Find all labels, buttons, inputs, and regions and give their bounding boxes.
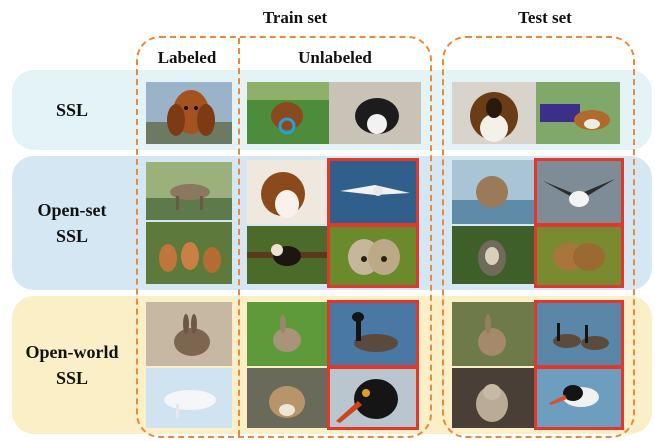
photo-dog-spaniel-labeled — [146, 82, 232, 144]
photo-moth-test-highlighted — [534, 224, 624, 288]
row-label-open-world: Open-world SSL — [12, 296, 132, 434]
photo-geese-test-highlighted — [534, 300, 624, 368]
row-label-open-set: Open-set SSL — [12, 156, 132, 290]
photo-rabbit-unlabeled — [247, 302, 327, 366]
photo-albatross-test-highlighted — [534, 158, 624, 226]
photo-coyote-test — [452, 160, 534, 224]
row-label-open-world-line1: Open-world — [25, 342, 119, 362]
photo-coyote-labeled — [146, 162, 232, 220]
photo-capuchin-unlabeled — [247, 226, 327, 284]
labeled-unlabeled-divider — [238, 38, 240, 436]
photo-dog-black-white-unlabeled — [329, 82, 421, 144]
photo-rabbit-test — [452, 302, 534, 366]
photo-butterfly-unlabeled-highlighted — [327, 224, 419, 288]
row-label-ssl-text: SSL — [55, 100, 89, 120]
test-set-dashed-border — [442, 36, 635, 438]
photo-fox-unlabeled — [247, 368, 327, 428]
photo-albatross-unlabeled-highlighted — [327, 158, 419, 226]
photo-monkeys-labeled — [146, 222, 232, 284]
photo-collie-test — [452, 82, 536, 144]
labeled-header: Labeled — [157, 48, 217, 67]
row-label-ssl: SSL — [12, 70, 132, 150]
photo-oystercatcher-unlabeled-highlighted — [327, 366, 419, 430]
photo-rabbit-labeled — [146, 302, 232, 366]
photo-cat-test — [452, 368, 534, 428]
train-set-header: Train set — [262, 8, 328, 27]
test-set-header: Test set — [518, 8, 572, 27]
photo-monkey-test — [452, 226, 534, 284]
unlabeled-header: Unlabeled — [298, 48, 372, 67]
photo-dog-with-toy-unlabeled — [247, 82, 329, 144]
photo-collie-unlabeled — [247, 160, 327, 224]
train-set-dashed-border — [136, 36, 432, 438]
row-label-open-set-line1: Open-set — [37, 200, 107, 220]
row-label-open-world-line2: SSL — [55, 368, 89, 388]
photo-sheltie-agility-test — [536, 82, 620, 144]
row-label-open-set-line2: SSL — [55, 226, 89, 246]
photo-oystercatcher-test-highlighted — [534, 366, 624, 430]
photo-arctic-fox-labeled — [146, 368, 232, 428]
